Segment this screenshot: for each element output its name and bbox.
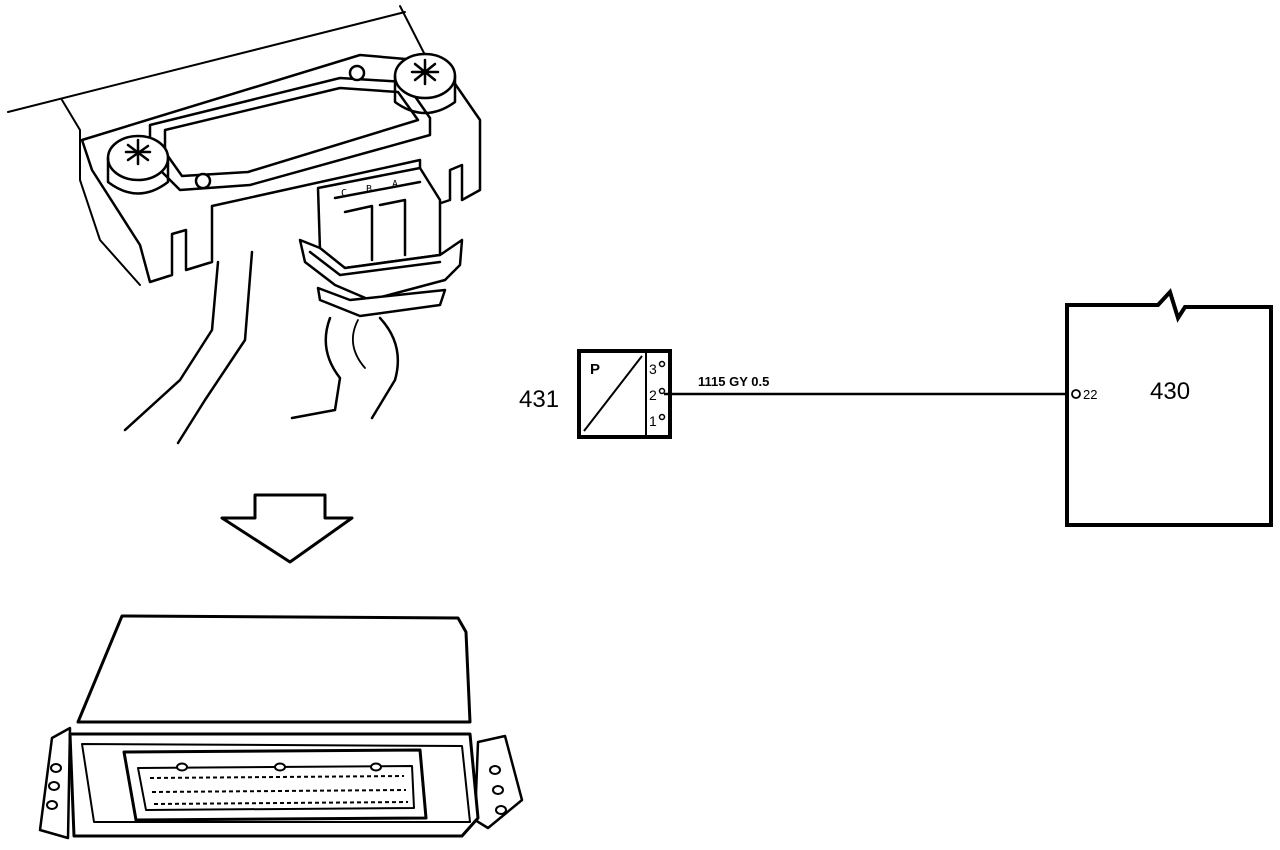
sensor-431-symbol: P 3 2 1 — [577, 349, 672, 439]
sensor-ref-label: 431 — [519, 386, 559, 413]
connector-letter-a: A — [392, 179, 398, 190]
sensor-pin-2: 2 — [649, 387, 657, 403]
control-unit-430-symbol: 22 430 — [1065, 288, 1273, 527]
sensor-pin-1: 1 — [649, 413, 657, 429]
flange-holes — [46, 762, 507, 815]
control-unit-pin: 22 — [1083, 387, 1097, 402]
sensor-illustration — [7, 5, 482, 445]
connector-letter-c: C — [341, 188, 347, 199]
connector-letter-b: B — [366, 184, 372, 195]
down-arrow-icon — [220, 493, 354, 564]
wire-label: 1115 GY 0.5 — [698, 374, 769, 389]
control-unit-illustration — [38, 614, 524, 840]
sensor-pin-3: 3 — [649, 361, 657, 377]
control-unit-ref-label: 430 — [1150, 378, 1190, 405]
connector-pins — [149, 775, 409, 805]
connector-pin-letters: C B A — [341, 179, 398, 199]
sensor-symbol-letter: P — [590, 361, 600, 378]
